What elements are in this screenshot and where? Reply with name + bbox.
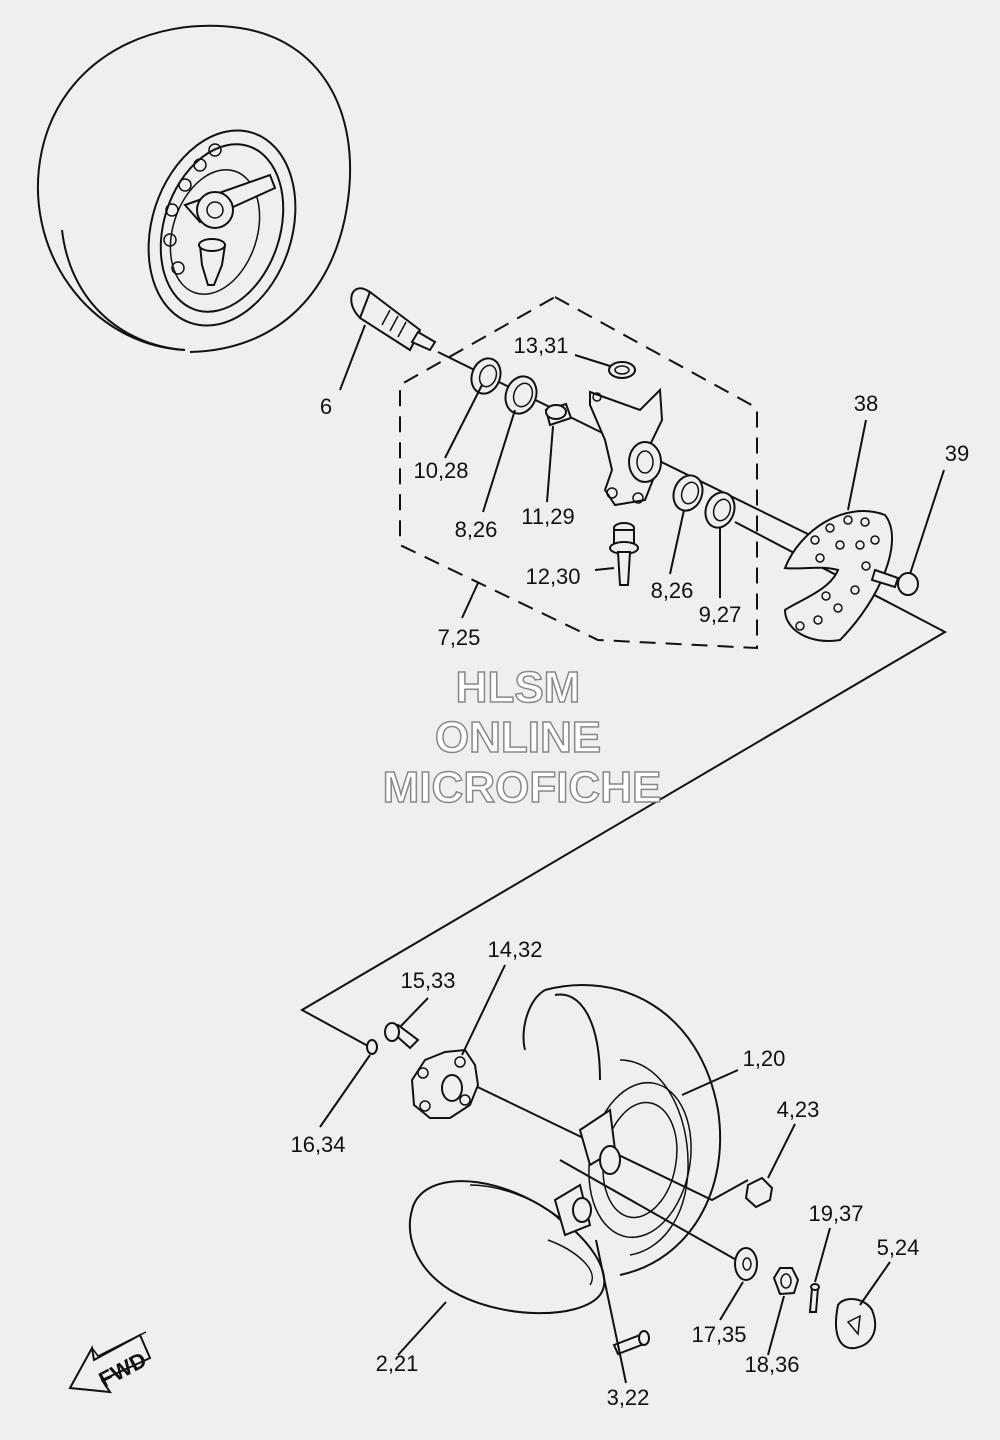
hub-cap-5-24 — [835, 1298, 877, 1350]
hub-center — [553, 1108, 621, 1237]
callout-5-24: 5,24 — [877, 1235, 920, 1260]
watermark-line-1: HLSM — [456, 663, 581, 712]
watermark-line-3: MICROFICHE — [383, 763, 662, 812]
forward-direction-arrow: FWD — [68, 1331, 152, 1394]
watermark: HLSM ONLINE MICROFICHE — [382, 662, 662, 813]
callout-11-29: 11,29 — [521, 504, 574, 529]
callout-17-35: 17,35 — [691, 1322, 746, 1347]
steering-knuckle — [589, 387, 664, 507]
callout-14-32: 14,32 — [487, 937, 542, 962]
callout-9-27: 9,27 — [699, 602, 742, 627]
callout-18-36: 18,36 — [744, 1352, 799, 1377]
oil-seal-10-28 — [470, 357, 502, 395]
callout-7-25: 7,25 — [438, 625, 481, 650]
oil-seal-9-27 — [704, 491, 736, 529]
callout-4-23: 4,23 — [777, 1097, 820, 1122]
knuckle-assembly-boundary — [399, 295, 758, 650]
bearing-8-26-b — [672, 474, 704, 512]
nut-4-23 — [744, 1176, 774, 1209]
brake-disc-38 — [783, 510, 894, 642]
wheel-inner-half-2-21 — [408, 1180, 606, 1315]
castle-nut-18-36 — [772, 1267, 800, 1296]
callout-39: 39 — [945, 441, 969, 466]
callout-3-22: 3,22 — [607, 1385, 650, 1410]
callout-8-26-a: 8,26 — [455, 517, 498, 542]
callout-1-20: 1,20 — [743, 1046, 786, 1071]
callout-2-21: 2,21 — [376, 1351, 419, 1376]
circlip-13-31 — [608, 361, 636, 379]
callout-15-33: 15,33 — [400, 968, 455, 993]
callout-16-34: 16,34 — [290, 1132, 345, 1157]
bolt-39 — [870, 568, 919, 596]
leader-lines — [319, 324, 945, 1384]
callout-19-37: 19,37 — [808, 1201, 863, 1226]
cotter-pin-19-37 — [808, 1283, 820, 1313]
o-ring-16-34 — [366, 1039, 378, 1055]
callout-10-28: 10,28 — [413, 458, 468, 483]
callout-12-30: 12,30 — [525, 564, 580, 589]
callout-8-26-b: 8,26 — [651, 578, 694, 603]
valve-stem-3-22 — [612, 1330, 650, 1356]
hub-14-32 — [410, 1048, 480, 1119]
washer-17-35 — [734, 1247, 758, 1281]
assembled-wheel — [36, 24, 352, 353]
callout-6: 6 — [320, 394, 332, 419]
bearing-8-26-a — [504, 375, 538, 415]
ball-joint-12-30 — [609, 522, 639, 586]
wheel-outer-half-1-20 — [522, 984, 722, 1276]
callout-13-31: 13,31 — [513, 333, 568, 358]
callout-38: 38 — [854, 391, 878, 416]
spindle-shaft — [350, 287, 437, 352]
bolt-15-33 — [384, 1022, 420, 1050]
watermark-line-2: ONLINE — [435, 713, 601, 762]
callout-labels: 6 10,28 8,26 11,29 13,31 12,30 8,26 9,27… — [290, 333, 969, 1410]
collar-11-29 — [544, 402, 573, 427]
